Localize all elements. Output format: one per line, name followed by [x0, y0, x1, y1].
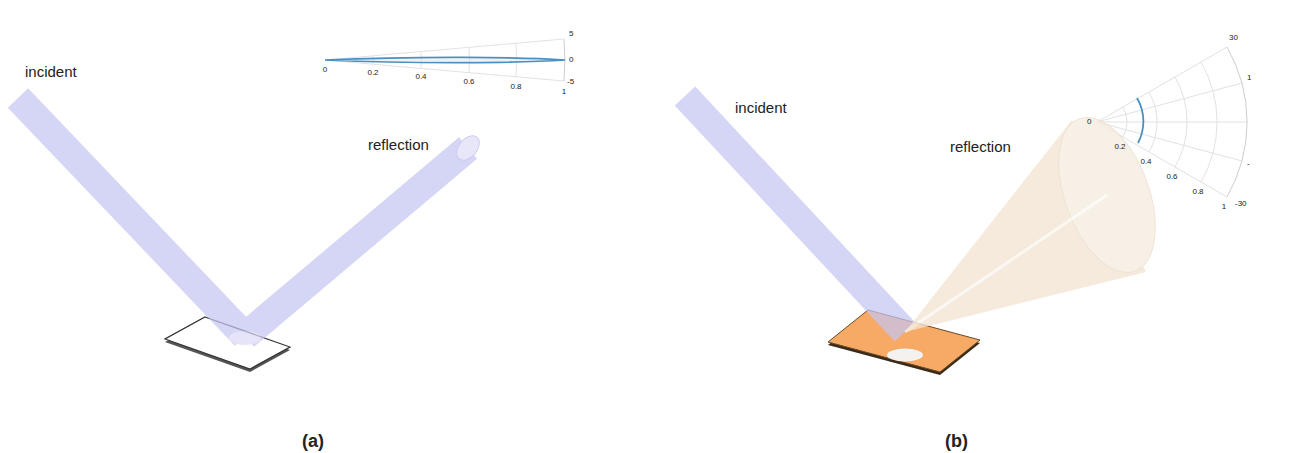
radius-tick: 0.8	[510, 83, 521, 91]
radius-tick: 0.8	[1192, 188, 1203, 196]
radius-tick: 1	[1222, 203, 1226, 211]
polar-plot-a	[325, 39, 565, 81]
beam-b	[685, 96, 905, 332]
angle-tick: -	[1247, 160, 1250, 168]
beam-label: incident	[25, 64, 77, 79]
radius-tick: 0.2	[367, 69, 378, 77]
radius-tick: 0.4	[415, 73, 426, 81]
panel-label: (a)	[302, 432, 324, 450]
angle-tick: 30	[1229, 34, 1238, 42]
beam-label: incident	[735, 100, 787, 115]
beam-label: reflection	[368, 137, 429, 152]
reflection-cone	[905, 105, 1174, 332]
radius-tick: 0.2	[1114, 143, 1125, 151]
angle-tick: -5	[567, 78, 574, 86]
angle-tick: 5	[569, 30, 573, 38]
angle-tick: 1	[1247, 74, 1251, 82]
beams-a	[18, 98, 484, 345]
beam-label: reflection	[950, 139, 1011, 154]
radius-tick: 0.6	[1166, 173, 1177, 181]
radius-tick: 0	[323, 66, 327, 74]
radius-tick: 1	[562, 88, 566, 96]
panel-label: (b)	[945, 432, 968, 450]
radius-tick: 0	[1087, 118, 1091, 126]
radius-tick: 0.4	[1140, 158, 1151, 166]
angle-tick: 0	[569, 56, 573, 64]
angle-tick: -30	[1235, 200, 1247, 208]
radius-tick: 0.6	[463, 78, 474, 86]
